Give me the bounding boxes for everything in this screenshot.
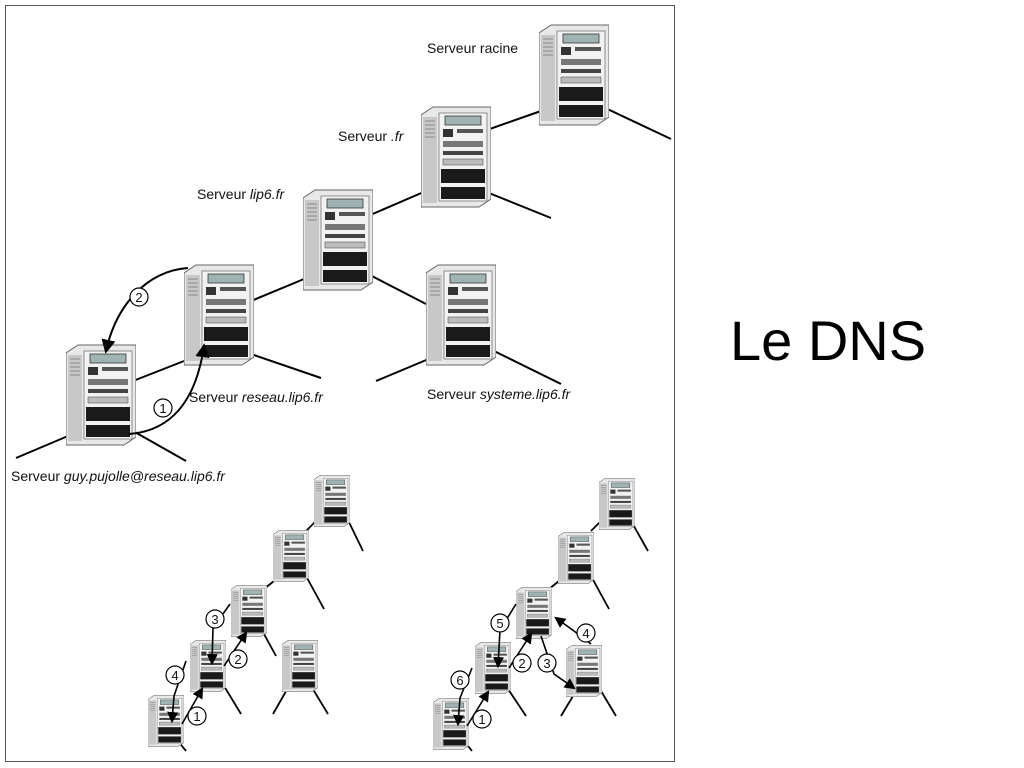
server-racine-icon (539, 24, 609, 126)
right-root-server-icon (599, 477, 635, 531)
left-reseau-server-icon (190, 639, 226, 693)
top-connection-lines (15, 105, 672, 462)
step-label-2: 2 (135, 290, 142, 305)
left-systeme-server-icon (282, 639, 318, 693)
step-marker-1 (153, 398, 173, 418)
server-fr-icon (421, 106, 491, 208)
top-step-markers: 1 2 (129, 287, 173, 418)
step-marker-2 (129, 287, 149, 307)
right-scheme-lines (463, 520, 649, 752)
label-serveur-racine: Serveur racine (427, 40, 518, 56)
right-step-6: 6 (456, 673, 463, 688)
right-reseau-server-icon (475, 641, 511, 695)
server-reseau-icon (184, 264, 254, 366)
right-step-5: 5 (496, 616, 503, 631)
arrow-step-1 (128, 343, 210, 435)
label-serveur-reseau: Serveur reseau.lip6.fr (189, 389, 324, 405)
left-step-2: 2 (234, 652, 241, 667)
step-label-1: 1 (159, 401, 166, 416)
arrow-step-2 (101, 267, 189, 354)
dns-diagram-figure: Serveur racine Serveur .fr Serveur lip6.… (5, 5, 675, 762)
left-recursive-scheme: 1 2 3 4 (148, 474, 364, 752)
left-step-3: 3 (211, 612, 218, 627)
right-step-4: 4 (582, 626, 589, 641)
right-lip6-server-icon (516, 586, 552, 640)
top-servers (66, 24, 609, 446)
dns-diagram: Serveur racine Serveur .fr Serveur lip6.… (11, 24, 672, 752)
right-iterative-scheme: 1 2 3 4 5 6 (433, 477, 649, 752)
server-lip6-icon (303, 189, 373, 291)
right-step-1: 1 (478, 712, 485, 727)
label-serveur-lip6: Serveur lip6.fr (197, 186, 285, 202)
right-step-3: 3 (543, 656, 550, 671)
right-step-2: 2 (518, 656, 525, 671)
label-serveur-fr: Serveur .fr (338, 128, 405, 144)
right-fr-server-icon (558, 531, 594, 585)
right-systeme-server-icon (566, 644, 602, 698)
left-step-1: 1 (193, 709, 200, 724)
left-lip6-server-icon (231, 584, 267, 638)
left-root-server-icon (314, 474, 350, 528)
slide-title: Le DNS (730, 309, 927, 372)
right-client-server-icon (433, 697, 469, 751)
label-serveur-guy: Serveur guy.pujolle@reseau.lip6.fr (11, 468, 226, 484)
left-client-server-icon (148, 694, 184, 748)
left-step-4: 4 (171, 668, 178, 683)
server-systeme-icon (426, 264, 496, 366)
label-serveur-systeme: Serveur systeme.lip6.fr (427, 386, 572, 402)
server-guy-icon (66, 344, 136, 446)
left-fr-server-icon (273, 529, 309, 583)
